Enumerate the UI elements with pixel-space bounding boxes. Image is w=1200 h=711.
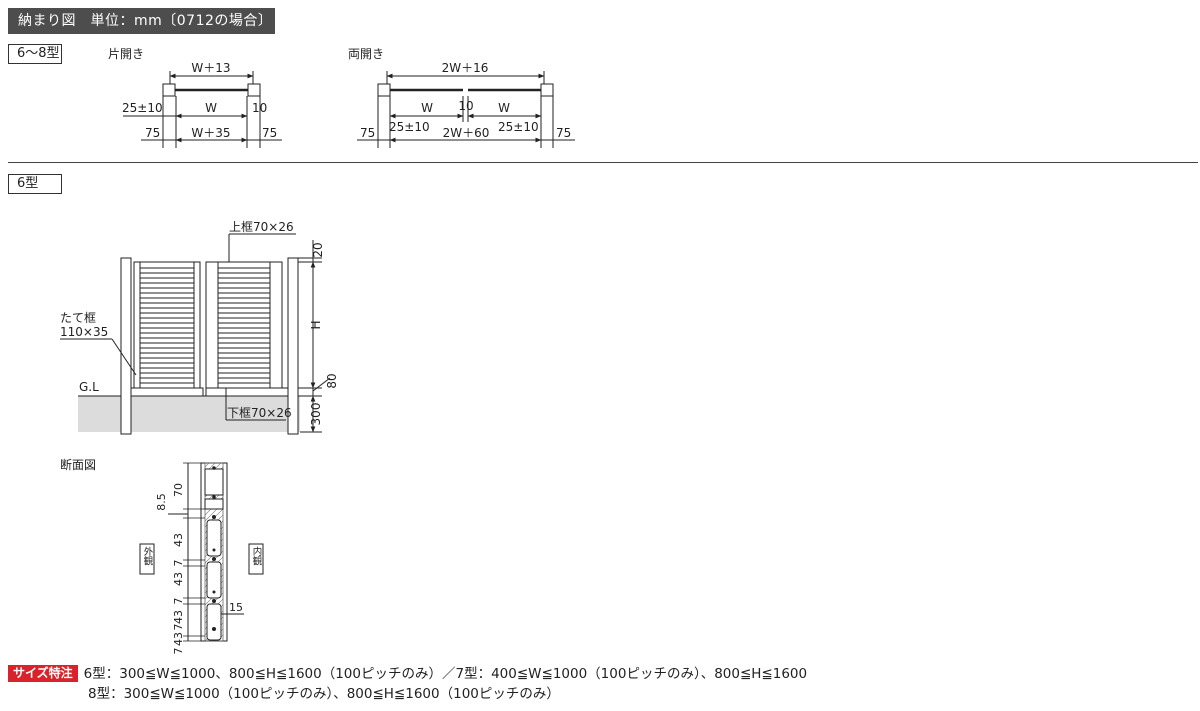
section-dim-7c: 7 <box>172 624 185 631</box>
double-top-width: 2W＋16 <box>442 61 489 75</box>
section-slat <box>206 603 222 641</box>
double-post-right-dim: 75 <box>556 126 571 140</box>
double-center-gap: 10 <box>458 99 473 113</box>
dim-bottom-80: 80 <box>325 373 339 388</box>
custom-size-badge: サイズ特注 <box>8 665 78 682</box>
single-opening-title: 片開き <box>108 47 144 61</box>
page-header: 納まり図 単位：mm〔0712の場合〕 <box>8 8 275 34</box>
section-slat <box>206 519 222 557</box>
dim-top-20: 20 <box>311 242 325 257</box>
double-gap-right: 25±10 <box>498 120 539 134</box>
single-opening-plan: 片開き W＋13 W 25±10 10 75 W＋35 75 <box>108 47 282 148</box>
leaf-slats <box>140 267 270 384</box>
single-post-left <box>162 83 176 97</box>
double-post-left-dim: 75 <box>360 126 375 140</box>
size-note: サイズ特注 6型：300≦W≦1000、800≦H≦1600（100ピッチのみ）／… <box>8 664 807 704</box>
double-gap-left: 25±10 <box>389 120 430 134</box>
size-note-line-1: サイズ特注 6型：300≦W≦1000、800≦H≦1600（100ピッチのみ）／… <box>8 664 807 684</box>
section-dim-43c: 43 <box>172 610 185 624</box>
single-total-width: W＋35 <box>191 126 230 140</box>
single-top-width: W＋13 <box>191 61 230 75</box>
single-post-left-dim: 75 <box>145 126 160 140</box>
section-dim-70: 70 <box>172 483 185 497</box>
size-note-text-1: 6型：300≦W≦1000、800≦H≦1600（100ピッチのみ）／7型：40… <box>83 666 808 682</box>
ground-level-label: G.L <box>79 380 99 394</box>
outside-label-box <box>139 543 155 575</box>
type6-elevation: G.L 上框70×26 たて框 110×35 下框70×26 <box>60 220 339 435</box>
double-leaf-right-dim: W <box>498 101 510 115</box>
section-dim-7b: 7 <box>172 598 185 605</box>
section-slat <box>206 561 222 599</box>
technical-drawing: 片開き W＋13 W 25±10 10 75 W＋35 75 両開き 2W＋1 <box>60 47 575 655</box>
section-label-types-6-8: 6～8型 <box>8 44 62 64</box>
outside-label: 外観 <box>142 546 154 567</box>
section-dim-43b: 43 <box>172 572 185 586</box>
dim-embed-300: 300 <box>309 403 323 426</box>
single-right-gap: 10 <box>252 101 267 115</box>
single-post-right <box>247 83 261 97</box>
top-frame-label: 上框70×26 <box>229 220 294 234</box>
post-right <box>287 257 299 435</box>
cross-section: 断面図 70 8.5 43 7 43 7 43 7 43 7 <box>60 457 264 655</box>
inside-label: 内観 <box>251 546 263 567</box>
vertical-frame-label-1: たて框 <box>60 311 96 325</box>
section-dim-8-5: 8.5 <box>155 493 168 511</box>
ground-fill <box>78 396 300 432</box>
bottom-frame-label: 下框70×26 <box>227 406 292 420</box>
section-divider <box>8 162 1198 163</box>
vertical-frame-label-2: 110×35 <box>60 325 108 339</box>
double-post-right <box>540 83 554 97</box>
single-left-gap: 25±10 <box>122 101 163 115</box>
section-label-type-6: 6型 <box>8 174 62 194</box>
section-dim-43a: 43 <box>172 533 185 547</box>
leaf-left <box>133 261 201 389</box>
section-title: 断面図 <box>60 457 96 472</box>
section-dim-43d: 43 <box>172 632 185 646</box>
double-opening-plan: 両開き 2W＋16 W 10 W 75 25±10 2W＋60 25±10 75 <box>348 47 575 148</box>
section-dim-7a: 7 <box>172 560 185 567</box>
double-opening-title: 両開き <box>348 47 384 61</box>
dim-height-h: H <box>309 320 323 329</box>
double-post-left <box>377 83 391 97</box>
single-post-right-dim: 75 <box>262 126 277 140</box>
single-inner-width: W <box>205 101 217 115</box>
post-left <box>120 257 132 435</box>
section-dim-7d: 7 <box>172 648 185 655</box>
size-note-line-2: 8型：300≦W≦1000（100ピッチのみ）、800≦H≦1600（100ピッ… <box>88 686 560 702</box>
double-total-width: 2W＋60 <box>443 126 490 140</box>
inside-label-box <box>248 543 264 575</box>
section-dim-15: 15 <box>229 601 243 614</box>
double-leaf-left-dim: W <box>421 101 433 115</box>
